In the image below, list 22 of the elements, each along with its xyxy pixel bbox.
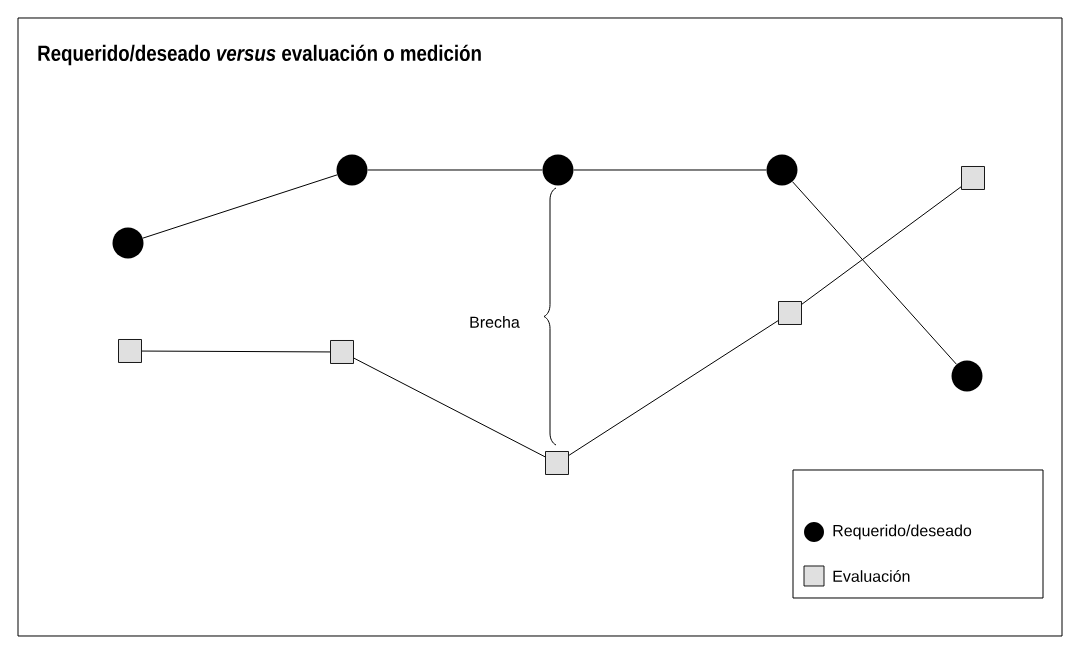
connector-line bbox=[367, 169, 543, 171]
square-marker bbox=[118, 339, 142, 363]
square-marker bbox=[961, 166, 985, 190]
connector-line bbox=[353, 357, 546, 458]
gap-label: Brecha bbox=[470, 316, 520, 328]
dot-marker bbox=[951, 360, 983, 392]
connector-line bbox=[141, 350, 331, 353]
dot-marker bbox=[766, 154, 798, 186]
connector-line bbox=[801, 186, 962, 305]
connector-line bbox=[792, 181, 957, 365]
connector-line bbox=[568, 320, 779, 456]
legend-text: Requerido/deseado bbox=[833, 524, 972, 540]
square-marker bbox=[330, 340, 354, 364]
dot-marker bbox=[336, 154, 368, 186]
title: Requerido/deseado versus evaluación o medición bbox=[38, 44, 481, 66]
dot-marker bbox=[542, 154, 574, 186]
legend-text: Evaluación bbox=[833, 570, 910, 582]
connector-line bbox=[142, 174, 338, 239]
square-marker bbox=[778, 301, 802, 325]
connector-line bbox=[573, 169, 767, 171]
square-marker bbox=[545, 451, 569, 475]
dot-marker bbox=[112, 227, 144, 259]
